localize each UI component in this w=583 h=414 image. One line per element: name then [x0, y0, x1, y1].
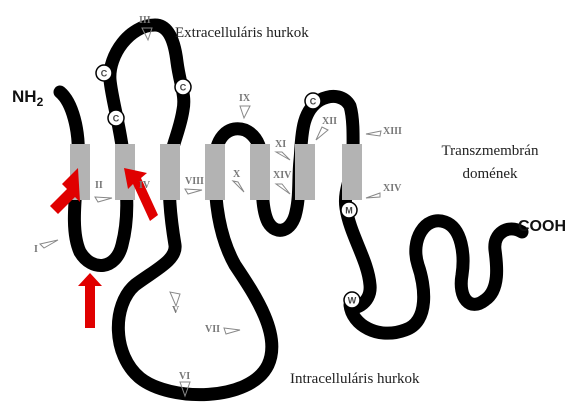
tm-segment	[250, 144, 270, 200]
residue-circle: M	[341, 202, 357, 218]
svg-text:C: C	[310, 97, 317, 107]
extracellular-label: Extracelluláris hurkok	[175, 25, 309, 41]
protein-chain	[60, 25, 522, 395]
svg-text:VII: VII	[205, 324, 220, 335]
marker-ix: IX	[239, 93, 251, 118]
highlight-arrows	[50, 168, 158, 328]
svg-text:VI: VI	[179, 371, 190, 382]
c-terminus-label: COOH	[518, 218, 566, 235]
svg-text:XIII: XIII	[383, 126, 402, 137]
svg-text:III: III	[139, 15, 151, 26]
svg-text:M: M	[345, 206, 353, 216]
svg-text:XIV: XIV	[273, 170, 292, 181]
red-arrow-icon	[78, 273, 102, 328]
marker-viii: VIII	[185, 176, 204, 194]
residue-circle: W	[344, 292, 360, 308]
n-terminus-label: NH2	[12, 87, 44, 109]
svg-text:XII: XII	[322, 116, 337, 127]
svg-text:C: C	[101, 69, 108, 79]
intracellular-label: Intracelluláris hurkok	[290, 371, 420, 387]
svg-text:XI: XI	[275, 139, 286, 150]
tm-segment	[160, 144, 180, 200]
marker-i: I	[34, 240, 58, 255]
marker-xiv-right: XIV	[366, 183, 402, 198]
marker-v: V	[170, 292, 180, 316]
svg-text:C: C	[113, 114, 120, 124]
marker-x: X	[233, 169, 244, 192]
residue-circle: C	[175, 79, 191, 95]
svg-text:C: C	[180, 83, 187, 93]
svg-text:IX: IX	[239, 93, 251, 104]
residue-circle: C	[108, 110, 124, 126]
tm-segment	[295, 144, 315, 200]
marker-vii: VII	[205, 324, 240, 335]
svg-text:II: II	[95, 180, 103, 191]
transmembrane-label-line1: Transzmembrán	[442, 143, 539, 159]
residue-circle: C	[96, 65, 112, 81]
svg-text:IV: IV	[139, 180, 151, 191]
svg-text:I: I	[34, 244, 38, 255]
svg-text:VIII: VIII	[185, 176, 204, 187]
marker-xiv-left: XIV	[273, 170, 292, 194]
svg-text:XIV: XIV	[383, 183, 402, 194]
marker-ii: II	[95, 180, 112, 202]
marker-xii: XII	[316, 116, 337, 140]
tm-segment	[342, 144, 362, 200]
marker-xiii: XIII	[366, 126, 402, 137]
marker-iv: IV	[139, 180, 151, 191]
transmembrane-label-line2: domének	[463, 166, 518, 182]
svg-text:W: W	[348, 296, 357, 306]
marker-xi: XI	[275, 139, 290, 160]
residue-circle: C	[305, 93, 321, 109]
transmembrane-segments	[70, 144, 362, 200]
svg-text:X: X	[233, 169, 241, 180]
tm-segment	[205, 144, 225, 200]
